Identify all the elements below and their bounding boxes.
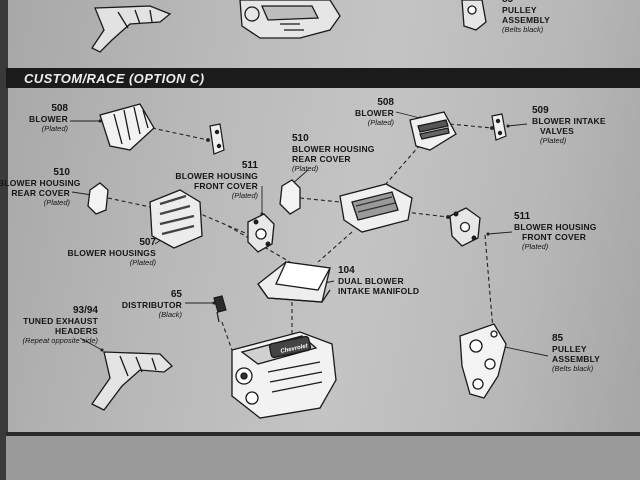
- top-headers-illustration: [91, 5, 172, 53]
- top-pulley-label: 85 PULLEY ASSEMBLY (Belts black): [502, 0, 550, 35]
- section-title: CUSTOM/RACE (OPTION C): [24, 71, 205, 86]
- part-name: BLOWER HOUSING: [0, 178, 81, 188]
- part-note: (Belts black): [552, 364, 594, 373]
- part-name2: VALVES: [540, 126, 574, 136]
- front-cover-right-illustration: [449, 207, 481, 247]
- pulley-illustration: [459, 323, 507, 399]
- engine-illustration: [231, 331, 337, 419]
- blower-left-illustration: [99, 103, 155, 151]
- part-name2: REAR COVER: [292, 154, 351, 164]
- part-note: (Plated): [41, 124, 68, 133]
- label-pulley: 85 PULLEY ASSEMBLY (Belts black): [552, 334, 600, 374]
- part-name2: INTAKE MANIFOLD: [338, 286, 420, 296]
- top-pulley-name: PULLEY: [502, 5, 537, 15]
- part-name: BLOWER HOUSING: [175, 171, 258, 181]
- bottom-rule: [6, 432, 640, 436]
- part-number: 510: [292, 133, 309, 144]
- part-number: 508: [377, 97, 394, 108]
- rear-cover-center-illustration: [279, 179, 301, 215]
- rear-cover-left-illustration: [87, 182, 109, 215]
- part-number: 507: [139, 237, 156, 248]
- part-number: 509: [532, 105, 549, 116]
- part-name2: FRONT COVER: [522, 232, 587, 242]
- part-name2: FRONT COVER: [193, 181, 258, 191]
- part-note: (Plated): [129, 258, 156, 267]
- part-number: 65: [170, 289, 182, 300]
- top-engine-illustration: [239, 0, 341, 39]
- part-name: TUNED EXHAUST: [23, 316, 98, 326]
- part-number: 508: [51, 103, 68, 114]
- part-name2: HEADERS: [55, 326, 98, 336]
- below-sheet: [6, 436, 640, 480]
- label-blower-housings: 507 BLOWER HOUSINGS (Plated): [62, 238, 156, 268]
- part-number: 93/94: [72, 305, 98, 316]
- top-pulley-number: 85: [502, 0, 550, 5]
- part-number: 511: [514, 211, 531, 222]
- label-manifold: 104 DUAL BLOWER INTAKE MANIFOLD: [338, 265, 420, 297]
- part-note: (Black): [158, 310, 182, 319]
- part-note: (Plated): [522, 242, 549, 251]
- part-name: PULLEY: [552, 344, 587, 354]
- headers-illustration: [91, 351, 173, 411]
- part-number: 511: [241, 160, 258, 171]
- part-note: (Plated): [367, 118, 394, 127]
- distributor-illustration: [213, 295, 227, 323]
- part-number: 104: [338, 265, 355, 276]
- label-front-cover-center: 511 BLOWER HOUSING FRONT COVER (Plated): [172, 161, 258, 201]
- part-name: DUAL BLOWER: [338, 276, 404, 286]
- part-name: BLOWER INTAKE: [532, 116, 606, 126]
- label-blower-left: 508 BLOWER (Plated): [20, 104, 68, 134]
- part-name: BLOWER HOUSING: [292, 144, 375, 154]
- part-note: (Repeat opposite side): [22, 336, 98, 345]
- label-distributor: 65 DISTRIBUTOR (Black): [118, 290, 182, 320]
- part-note: (Plated): [43, 198, 70, 207]
- part-name: BLOWER HOUSINGS: [67, 248, 156, 258]
- part-name: BLOWER: [29, 114, 68, 124]
- page-edge: [0, 0, 8, 480]
- blower-housing-right-illustration: [339, 183, 413, 233]
- engine-logo: Chevrolet: [280, 343, 309, 355]
- intake-valve-right-illustration: [491, 113, 507, 141]
- part-name: DISTRIBUTOR: [121, 300, 182, 310]
- top-pulley-note: (Belts black): [502, 25, 544, 34]
- blower-right-illustration: [409, 111, 457, 151]
- part-number: 510: [53, 167, 70, 178]
- label-blower-right: 508 BLOWER (Plated): [346, 98, 394, 128]
- manifold-illustration: [257, 261, 332, 303]
- part-name2: REAR COVER: [11, 188, 70, 198]
- top-pulley-name2: ASSEMBLY: [502, 15, 551, 25]
- part-name: BLOWER HOUSING: [514, 222, 597, 232]
- part-name2: ASSEMBLY: [552, 354, 601, 364]
- intake-valve-left-illustration: [209, 123, 225, 155]
- label-headers: 93/94 TUNED EXHAUST HEADERS (Repeat oppo…: [2, 306, 98, 346]
- label-intake-valves: 509 BLOWER INTAKE VALVES (Plated): [532, 106, 606, 146]
- label-rear-cover-left: 510 BLOWER HOUSING REAR COVER (Plated): [0, 167, 81, 208]
- blower-housing-left-illustration: [149, 189, 203, 249]
- part-note: (Plated): [540, 136, 567, 145]
- part-note: (Plated): [231, 191, 258, 200]
- front-cover-center-illustration: [247, 213, 275, 253]
- label-front-cover-right: 511 BLOWER HOUSING FRONT COVER (Plated): [514, 212, 597, 252]
- top-pulley-illustration: [461, 0, 487, 31]
- part-name: BLOWER: [355, 108, 394, 118]
- section-banner: CUSTOM/RACE (OPTION C): [6, 68, 640, 88]
- part-number: 85: [552, 333, 564, 344]
- label-rear-cover-center: 510 BLOWER HOUSING REAR COVER (Plated): [292, 134, 375, 174]
- part-note: (Plated): [292, 164, 319, 173]
